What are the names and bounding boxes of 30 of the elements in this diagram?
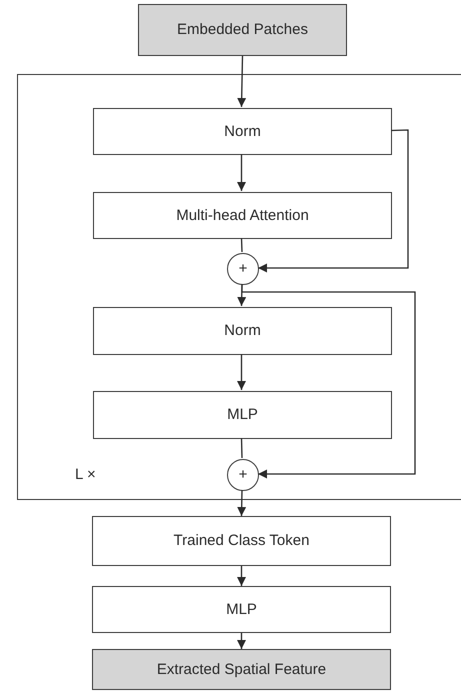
box-label: MLP — [225, 600, 258, 620]
sum-circle — [227, 253, 259, 285]
process-box — [93, 108, 392, 155]
box-label: Embedded Patches — [176, 20, 309, 40]
arrow — [237, 490, 246, 516]
arrow — [237, 354, 246, 390]
repeat-label: L × — [75, 466, 96, 483]
plus-sign: + — [238, 465, 248, 485]
box-label: Trained Class Token — [172, 531, 310, 551]
box-label: Norm — [223, 122, 262, 142]
arrow — [241, 284, 416, 478]
encoder-frame — [17, 74, 461, 500]
box-label: Multi-head Attention — [175, 206, 310, 226]
io-box — [92, 649, 391, 690]
arrow — [237, 56, 246, 108]
process-box — [92, 586, 391, 633]
arrow — [258, 129, 409, 272]
io-box — [138, 4, 347, 56]
process-box — [92, 516, 391, 566]
arrow — [237, 566, 246, 586]
process-box — [93, 192, 392, 239]
box-label: MLP — [226, 405, 259, 425]
plus-sign: + — [238, 259, 248, 279]
process-box — [93, 307, 392, 355]
arrow — [237, 154, 246, 191]
process-box — [93, 391, 392, 439]
box-label: Norm — [223, 321, 262, 341]
sum-circle — [227, 459, 259, 491]
box-label: Extracted Spatial Feature — [156, 660, 328, 680]
arrow — [237, 633, 246, 649]
